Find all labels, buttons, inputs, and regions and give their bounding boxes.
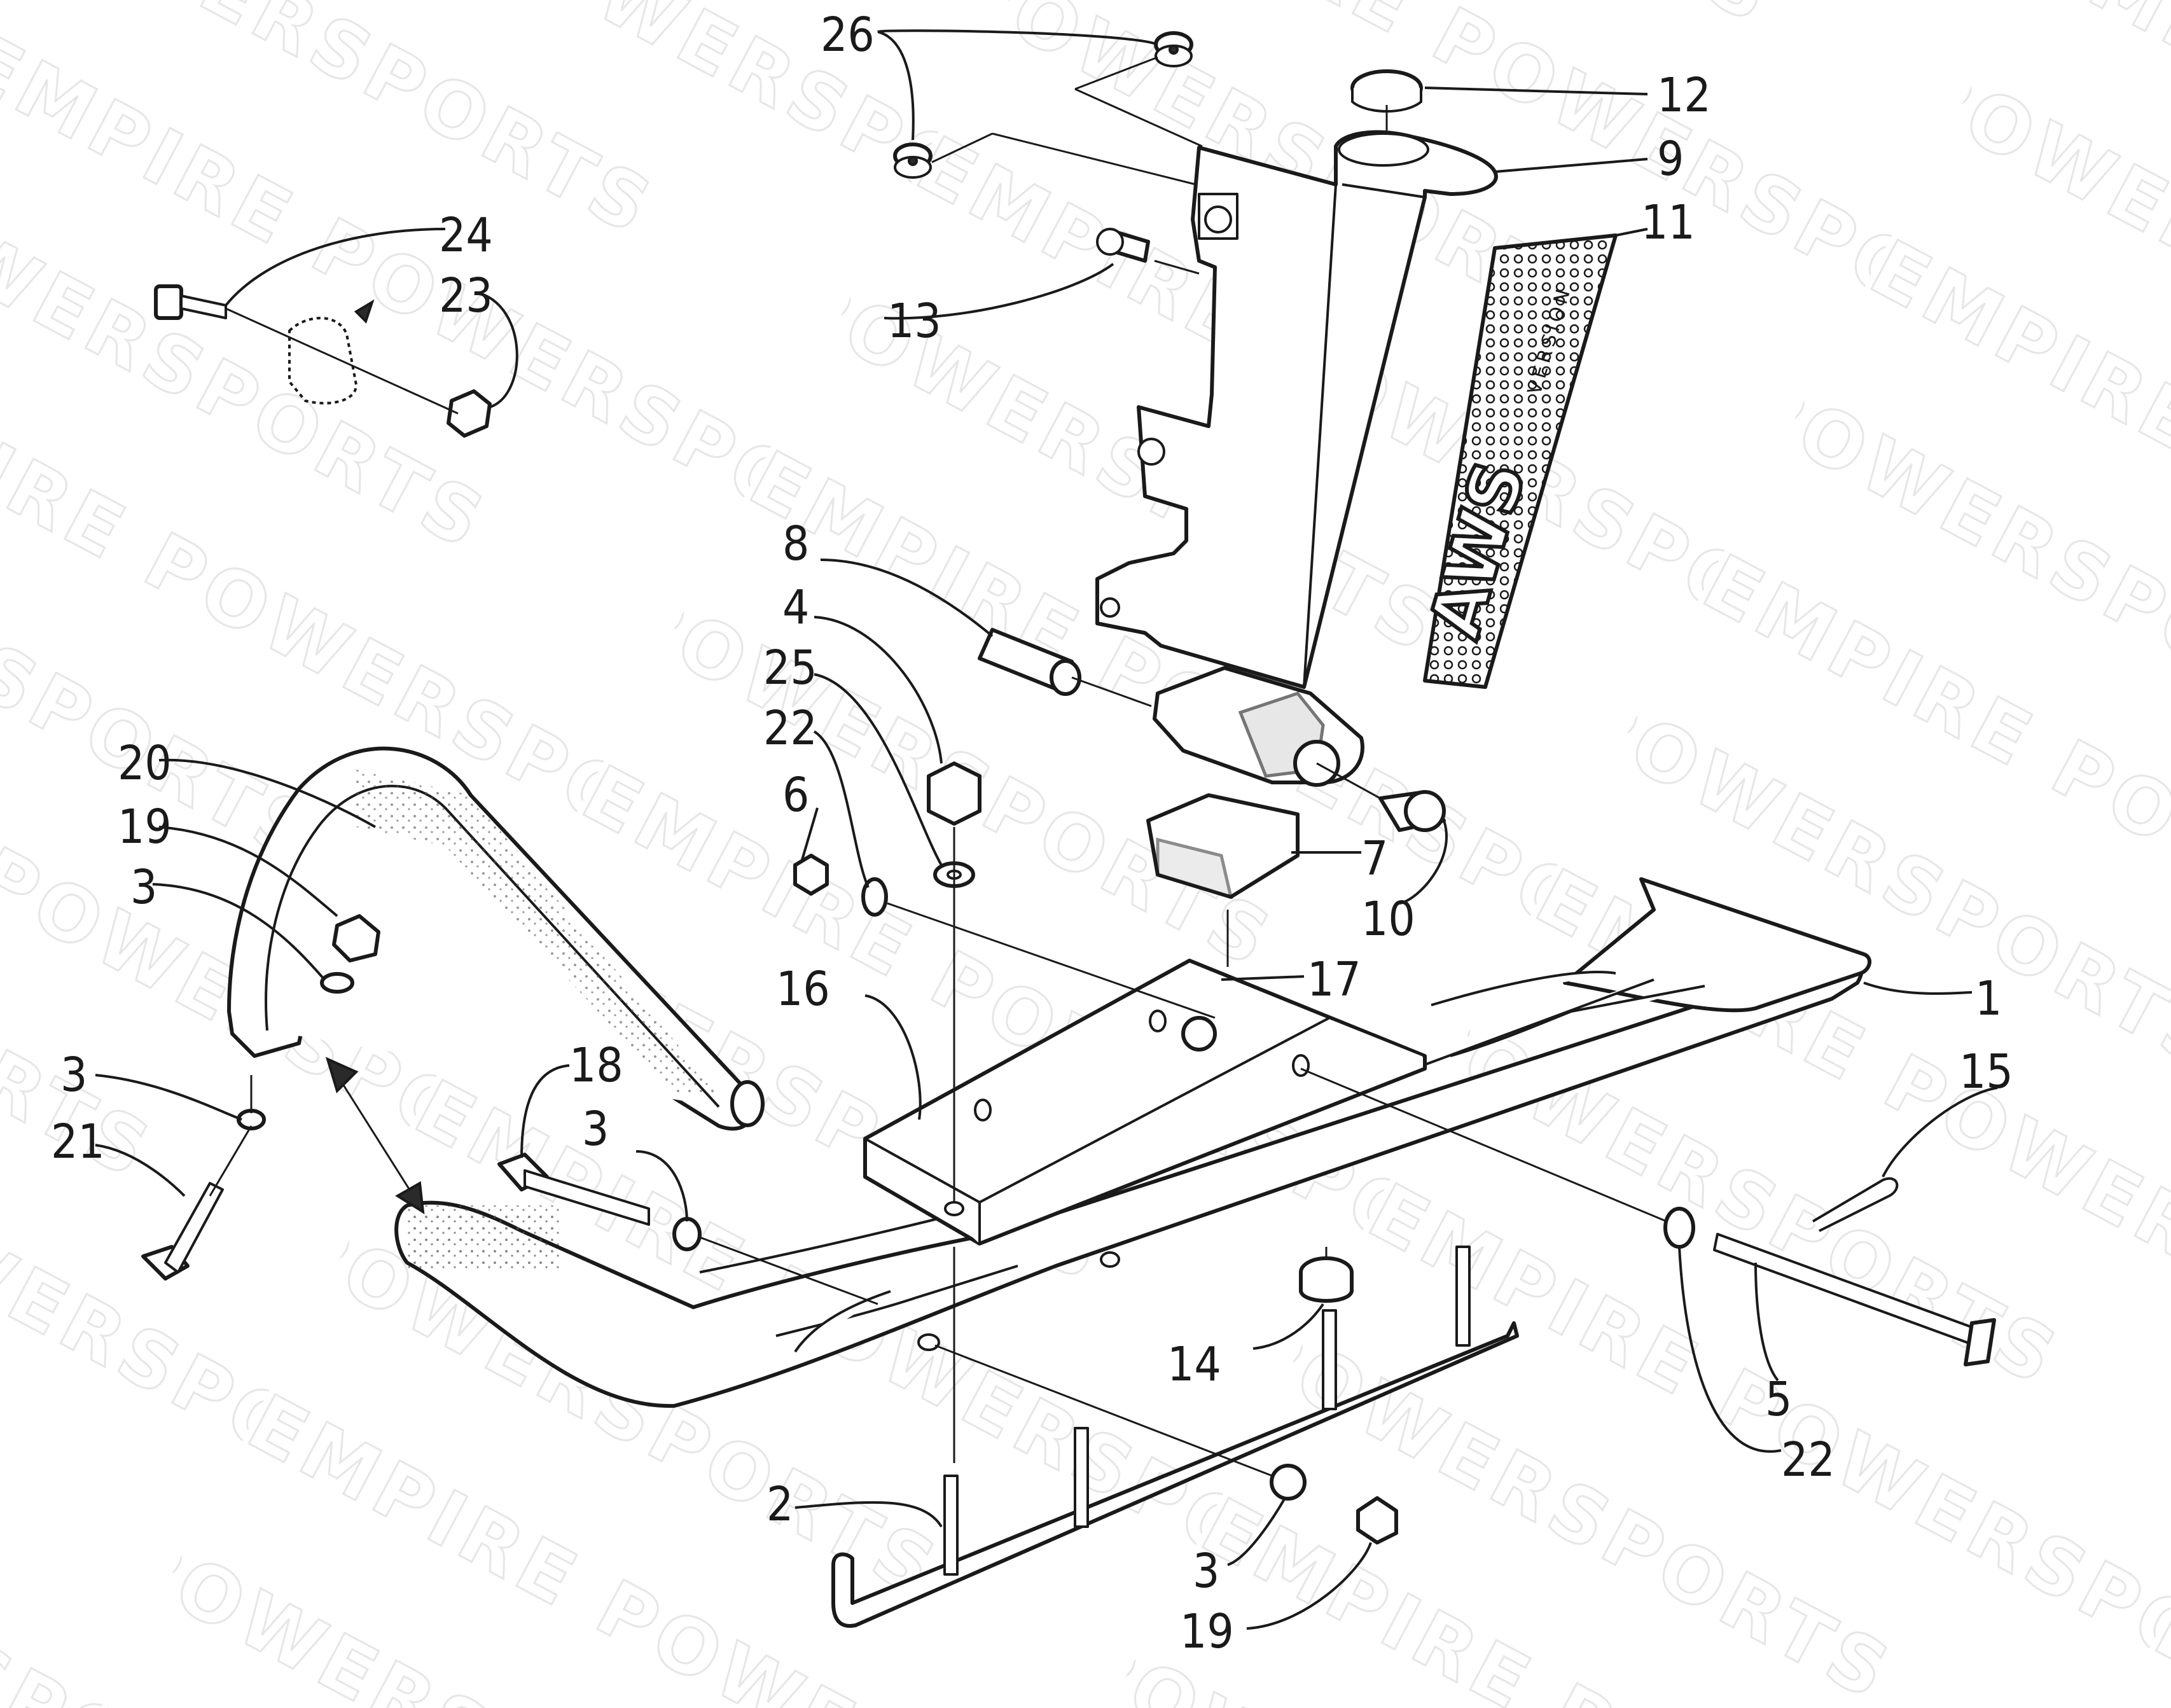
washer-17 xyxy=(1181,1016,1217,1052)
callout-15: 15 xyxy=(1959,1045,2013,1099)
callout-17: 17 xyxy=(1307,952,1361,1007)
washer-22-lower xyxy=(1663,1207,1695,1249)
spindle xyxy=(1095,130,1498,787)
wear-bar xyxy=(831,1246,1519,1628)
bolt-18 xyxy=(497,1153,650,1226)
centerlines xyxy=(209,56,1667,1477)
callout-9: 9 xyxy=(1657,132,1684,186)
nut-19-lower xyxy=(1356,1496,1398,1545)
cotter-pin xyxy=(1812,1177,1899,1232)
callout-26: 26 xyxy=(821,8,875,62)
callout-19-lower: 19 xyxy=(1180,1604,1234,1659)
callout-3-left: 3 xyxy=(130,860,157,915)
callout-1: 1 xyxy=(1975,971,2002,1026)
callout-7: 7 xyxy=(1361,831,1388,886)
callout-16: 16 xyxy=(776,962,830,1017)
callout-5: 5 xyxy=(1765,1372,1792,1427)
callout-18: 18 xyxy=(569,1038,623,1093)
ski-saddle xyxy=(863,959,1427,1246)
grommet-lower xyxy=(893,142,933,179)
nut-4 xyxy=(927,761,981,826)
washer-3-left-lower xyxy=(237,1109,266,1130)
bolt-21 xyxy=(141,1182,224,1281)
bolt-24 xyxy=(154,284,227,320)
spacer-14 xyxy=(1299,1256,1354,1303)
callout-20: 20 xyxy=(118,736,172,791)
washer-22-upper xyxy=(861,877,888,917)
bushing-8 xyxy=(978,628,1081,696)
grease-fitting xyxy=(1096,228,1150,263)
callout-3-mid: 3 xyxy=(582,1102,609,1156)
callout-23: 23 xyxy=(439,268,493,323)
callout-22-lower: 22 xyxy=(1781,1433,1835,1487)
callout-10: 10 xyxy=(1361,892,1415,947)
bracket-23 xyxy=(288,299,375,405)
callout-2: 2 xyxy=(766,1477,793,1532)
callout-3-lower: 3 xyxy=(1193,1544,1219,1599)
callout-8: 8 xyxy=(782,517,809,571)
callout-11: 11 xyxy=(1641,195,1695,250)
callout-25: 25 xyxy=(763,641,817,695)
damper-7 xyxy=(1146,793,1300,899)
washer-3-mid xyxy=(672,1217,702,1251)
nut-19-left xyxy=(332,914,380,962)
callout-12: 12 xyxy=(1657,68,1711,123)
callout-24: 24 xyxy=(439,208,493,263)
ski-loop xyxy=(227,746,765,1131)
washer-3-left xyxy=(320,972,354,994)
callout-19-left: 19 xyxy=(118,800,172,854)
callout-13: 13 xyxy=(887,294,941,349)
callout-14: 14 xyxy=(1167,1337,1221,1392)
callout-22-upper: 22 xyxy=(763,701,817,756)
callout-6: 6 xyxy=(782,768,809,823)
callout-4: 4 xyxy=(782,580,809,635)
grommet-upper xyxy=(1154,31,1193,67)
callout-21: 21 xyxy=(51,1114,105,1169)
bolt-5 xyxy=(1713,1233,1996,1366)
callout-labels: 26 12 9 11 24 23 13 8 4 25 22 6 20 19 3 … xyxy=(51,8,2013,1659)
callout-3-lower-left: 3 xyxy=(60,1048,87,1102)
leader-lines xyxy=(95,29,1998,1630)
nut-6 xyxy=(793,854,829,896)
arrow-indicator xyxy=(325,1057,425,1214)
washer-3-lower xyxy=(1270,1464,1307,1501)
nut-23 xyxy=(447,389,492,438)
